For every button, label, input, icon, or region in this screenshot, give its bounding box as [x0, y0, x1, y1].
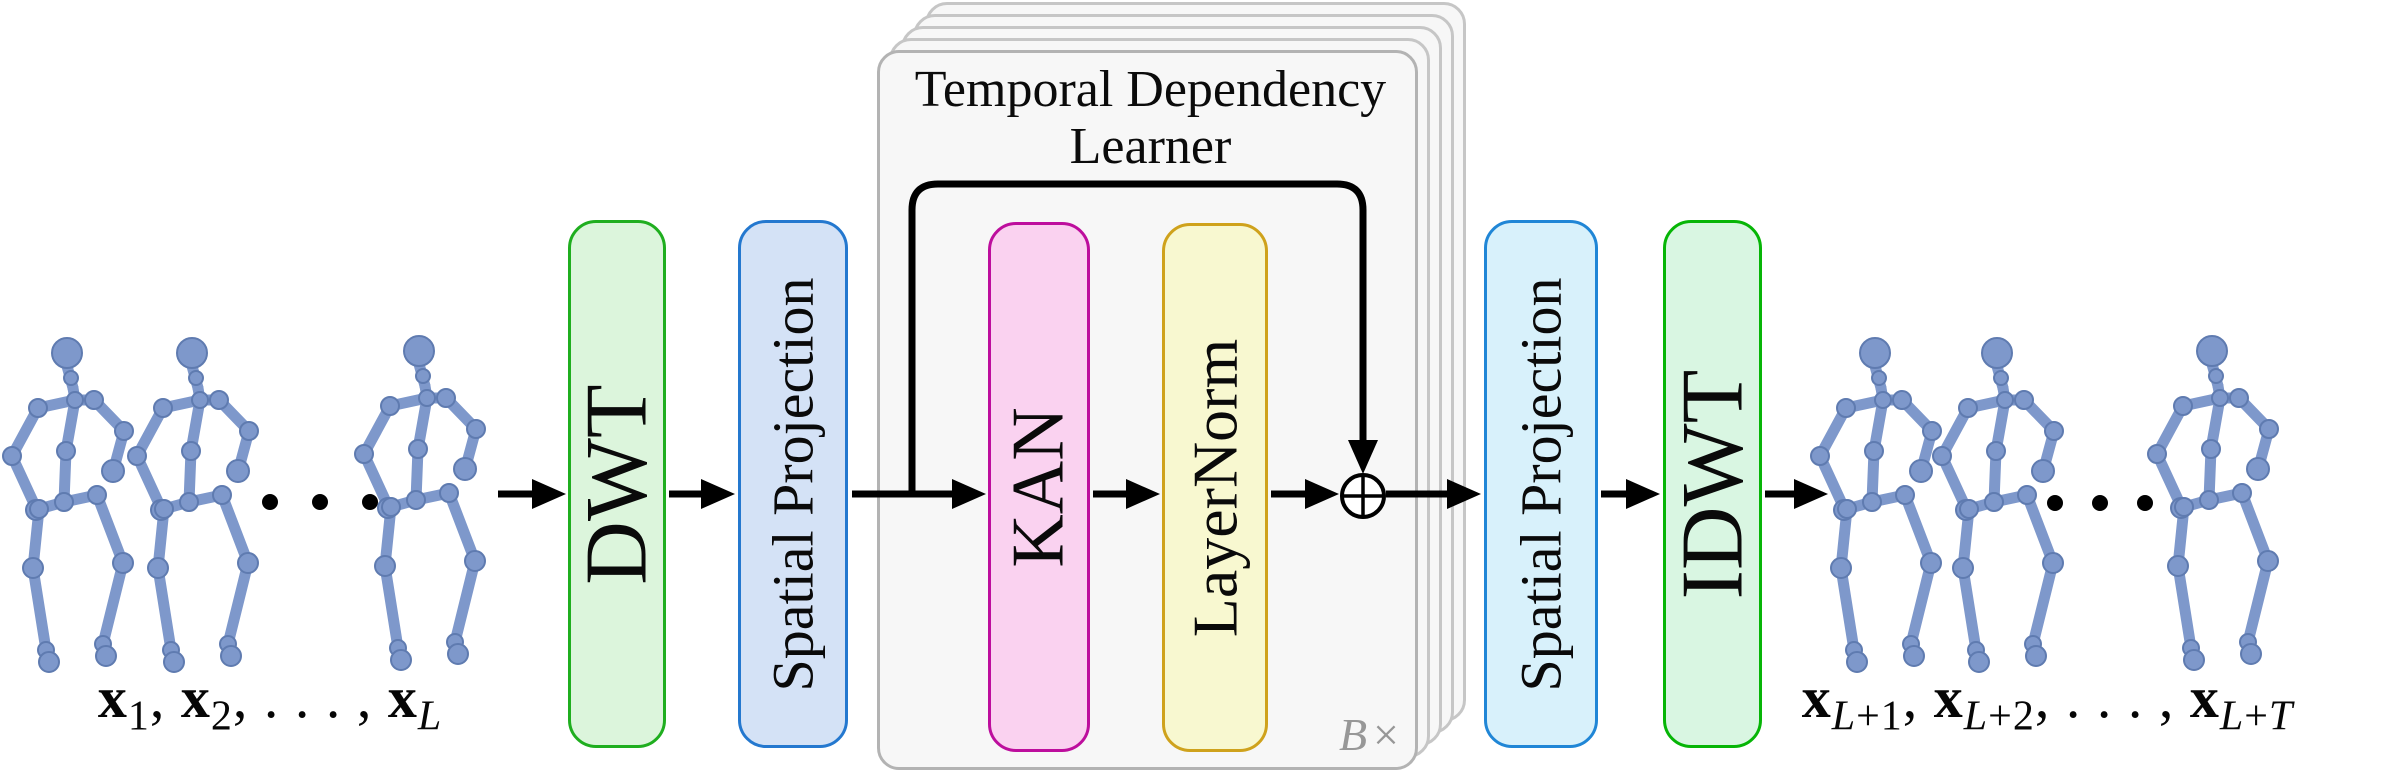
spatial-projection-out-block: Spatial Projection: [1484, 220, 1598, 748]
x1-symbol: x: [97, 665, 128, 730]
tdl-panel-front: Temporal Dependency Learner B×: [877, 50, 1418, 770]
xL-symbol: x: [387, 665, 418, 730]
skeleton-figure-output-2: [1933, 338, 2063, 672]
skeleton-figure-output-1: [1811, 338, 1941, 672]
skeleton-figure-output-3: [2148, 336, 2278, 670]
output-sequence-label: xL+1, xL+2, . . . , xL+T: [1801, 665, 2294, 740]
sum-node-icon: [1340, 473, 1386, 519]
xLT-symbol: x: [2189, 665, 2220, 730]
layernorm-block: LayerNorm: [1162, 223, 1268, 752]
xL2-symbol: x: [1933, 665, 1964, 730]
times-icon: ×: [1373, 709, 1399, 760]
kan-block: KAN: [988, 222, 1090, 752]
skeleton-figure-input-2: [128, 338, 258, 672]
spatial-projection-in-block: Spatial Projection: [738, 220, 848, 748]
flow-arrows: [498, 479, 1828, 509]
tdl-title-line1: Temporal Dependency: [914, 61, 1387, 118]
skip-arrowhead: [1348, 440, 1378, 474]
repeat-count-label: B×: [1339, 708, 1399, 761]
dwt-block: DWT: [568, 220, 666, 748]
ellipsis-text: , . . . ,: [232, 665, 373, 730]
ellipsis-dots-output: [2047, 495, 2153, 511]
tdl-title-line2: Learner: [1069, 118, 1232, 176]
tdl-title: Temporal Dependency Learner: [880, 61, 1421, 175]
xL1-symbol: x: [1801, 665, 1832, 730]
ellipsis-dots-input: [262, 494, 378, 510]
repeat-var: B: [1338, 709, 1368, 760]
input-sequence-label: x1, x2, . . . , xL: [97, 665, 443, 740]
idwt-block: IDWT: [1663, 220, 1762, 748]
ellipsis-text: , . . . ,: [2034, 665, 2175, 730]
skip-connection: [908, 180, 1378, 494]
x2-symbol: x: [180, 665, 211, 730]
skeleton-figure-input-1: [3, 338, 133, 672]
